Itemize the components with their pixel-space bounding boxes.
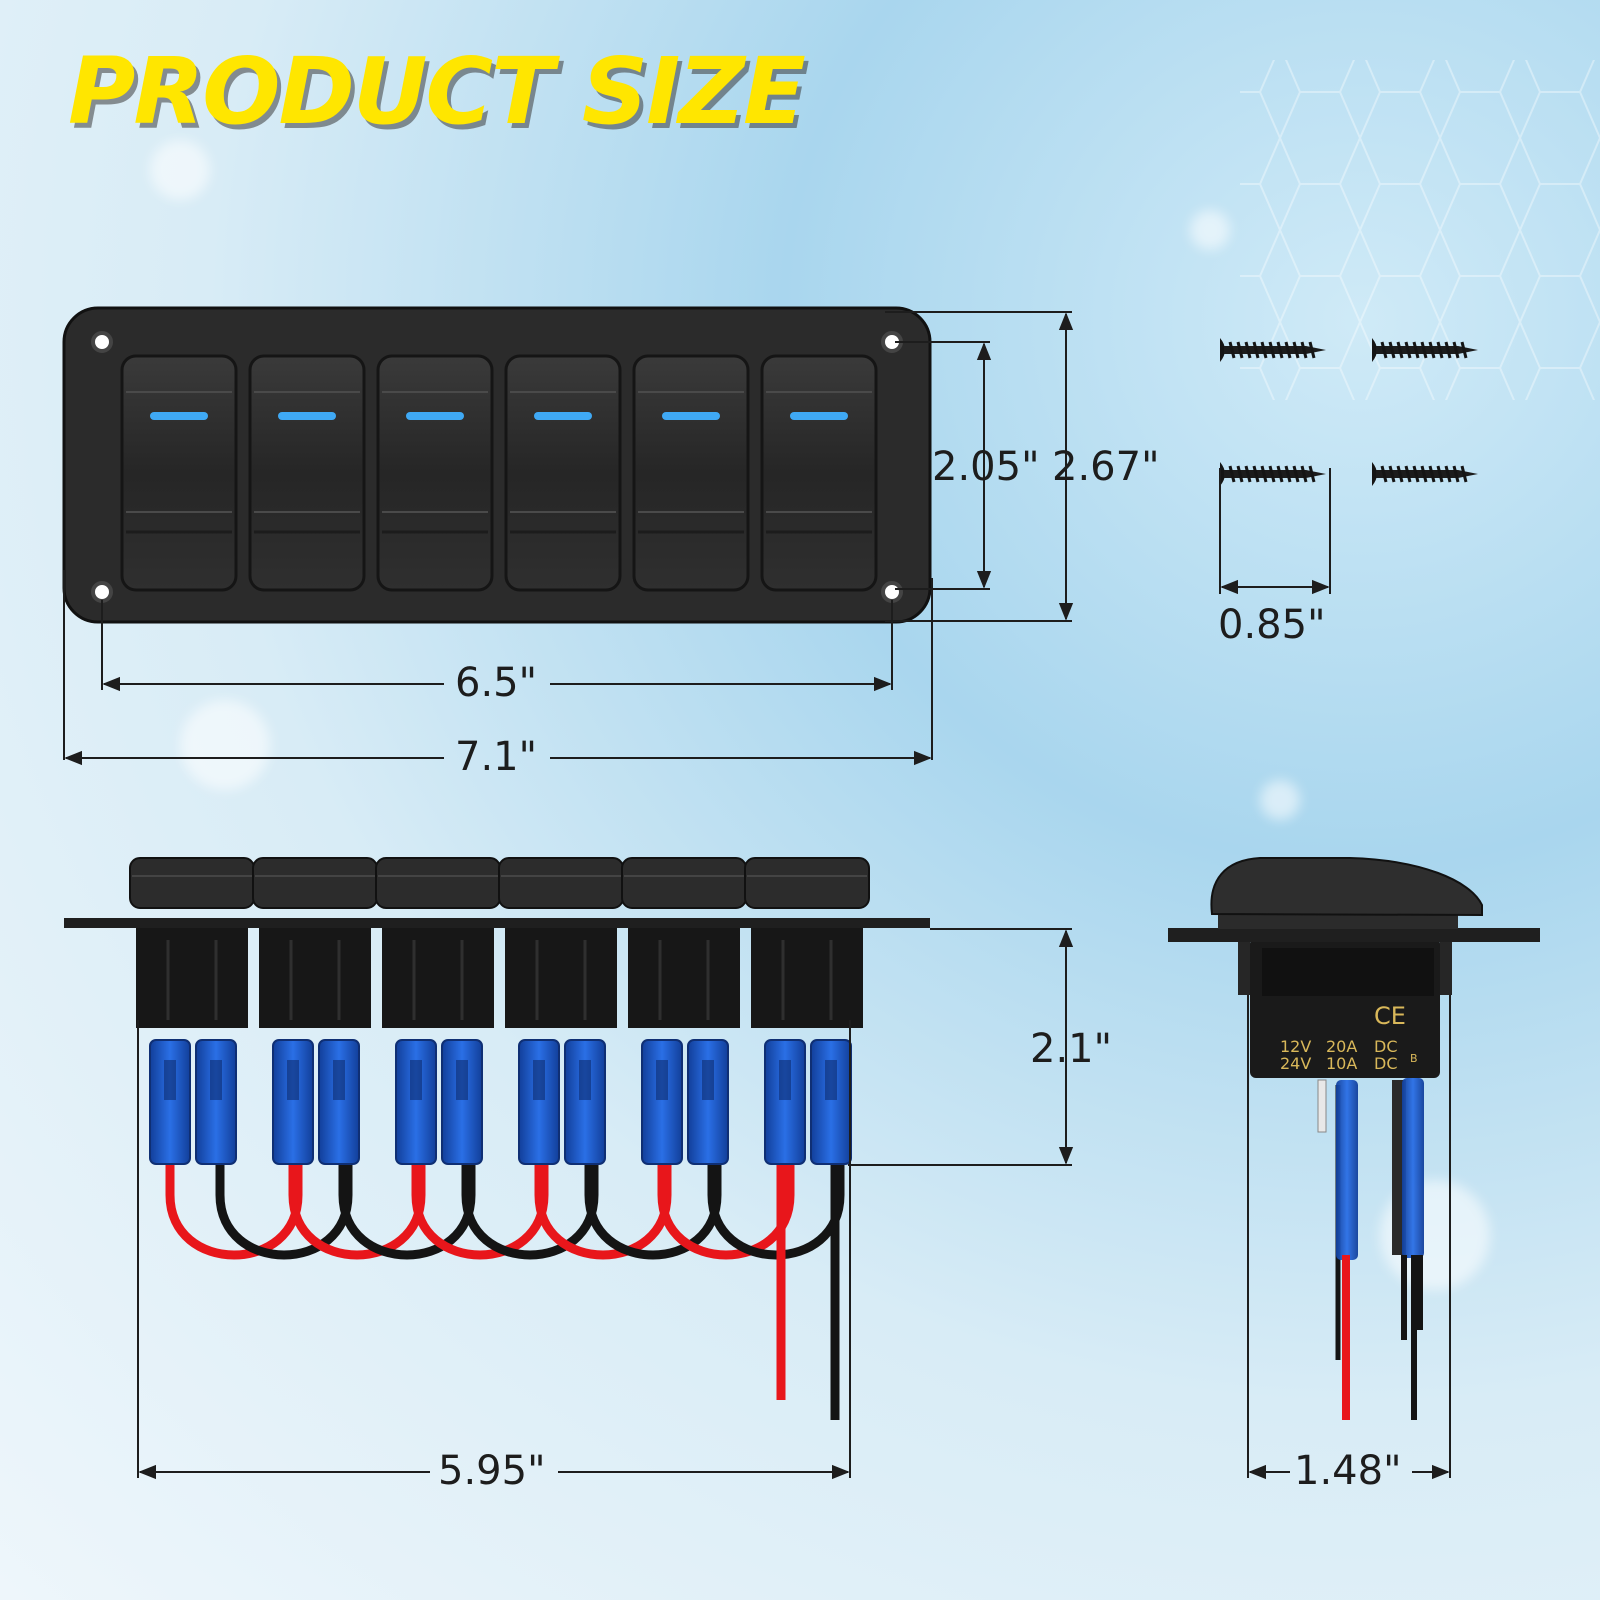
rating-voltage-2: 24V [1280, 1054, 1311, 1073]
switch-side-unit [621, 857, 747, 1165]
dimension-label-5-95: 5.95" [438, 1448, 546, 1494]
indicator-light [790, 412, 848, 420]
mounting-hole [881, 581, 903, 603]
wire-black [215, 1160, 353, 1260]
switch-housing [628, 928, 740, 1028]
dimension-label-7-1: 7.1" [455, 734, 538, 780]
screw-icon [1372, 462, 1478, 486]
rocker-switch [760, 354, 878, 592]
bokeh-light [1190, 210, 1230, 250]
wire-red [411, 1160, 549, 1260]
page-title: PRODUCT SIZE [68, 38, 806, 145]
indicator-light [534, 412, 592, 420]
rating-current-2: 10A [1326, 1054, 1357, 1073]
dimension-label-2-67: 2.67" [1052, 444, 1160, 490]
terminal-connector [810, 1039, 852, 1165]
screw-icon [1220, 462, 1326, 486]
indicator-light [662, 412, 720, 420]
dimension-label-0-85: 0.85" [1218, 602, 1326, 648]
rocker-switch [376, 354, 494, 592]
bokeh-light [150, 140, 210, 200]
switch-side-unit [498, 857, 624, 1165]
rating-current-1: 20A [1326, 1037, 1357, 1056]
switch-side-unit [129, 857, 255, 1165]
ce-mark: CE [1374, 1002, 1406, 1030]
wire-red [657, 1160, 795, 1260]
terminal-connector [687, 1039, 729, 1165]
switch-panel-front [62, 306, 932, 624]
rating-type-1: DC [1374, 1037, 1398, 1056]
rocker-cap [744, 857, 870, 909]
switch-housing [382, 928, 494, 1028]
terminal-connector [149, 1039, 191, 1165]
terminal-connector [318, 1039, 360, 1165]
switch-housing [259, 928, 371, 1028]
dimension-label-2-05: 2.05" [932, 444, 1040, 490]
hexagon-pattern [1240, 60, 1600, 400]
indicator-light [406, 412, 464, 420]
rocker-switch [120, 354, 238, 592]
mounting-hole [91, 331, 113, 353]
dimension-label-6-5: 6.5" [455, 660, 538, 706]
screw-icon [1220, 338, 1326, 362]
wire-black [338, 1160, 476, 1260]
bokeh-light [1260, 780, 1300, 820]
terminal-connector [195, 1039, 237, 1165]
terminal-connector [641, 1039, 683, 1165]
rating-type-2: DC [1374, 1054, 1398, 1073]
terminal-connector [272, 1039, 314, 1165]
rocker-switch [504, 354, 622, 592]
dimension-label-2-1: 2.1" [1030, 1026, 1113, 1072]
switch-side-unit [744, 857, 870, 1165]
mounting-hole [91, 581, 113, 603]
terminal-connector [518, 1039, 560, 1165]
switch-panel-side [64, 857, 930, 1420]
switch-side-unit [375, 857, 501, 1165]
terminal-connector [395, 1039, 437, 1165]
rocker-cap [375, 857, 501, 909]
switch-side-unit [252, 857, 378, 1165]
rating-suffix: B [1410, 1052, 1418, 1065]
terminal-connector [441, 1039, 483, 1165]
wire-black [707, 1160, 845, 1260]
switch-housing [751, 928, 863, 1028]
bokeh-light [180, 700, 270, 790]
wire-red [288, 1160, 426, 1260]
switch-housing [505, 928, 617, 1028]
terminal-connector [564, 1039, 606, 1165]
screw-icon [1372, 338, 1478, 362]
rating-voltage-1: 12V [1280, 1037, 1311, 1056]
rocker-switch [248, 354, 366, 592]
rocker-cap [252, 857, 378, 909]
terminal-connector [764, 1039, 806, 1165]
wire-red [165, 1160, 303, 1260]
rocker-cap [498, 857, 624, 909]
wire-black [461, 1160, 599, 1260]
switch-housing [136, 928, 248, 1028]
indicator-light [278, 412, 336, 420]
wire-red [534, 1160, 672, 1260]
rocker-cap [621, 857, 747, 909]
rocker-cap [129, 857, 255, 909]
single-switch-side: CE 12V 20A DC 24V 10A DC B [1168, 857, 1540, 1420]
indicator-light [150, 412, 208, 420]
dimension-label-1-48: 1.48" [1294, 1448, 1402, 1494]
wire-black [584, 1160, 722, 1260]
rocker-switch [632, 354, 750, 592]
